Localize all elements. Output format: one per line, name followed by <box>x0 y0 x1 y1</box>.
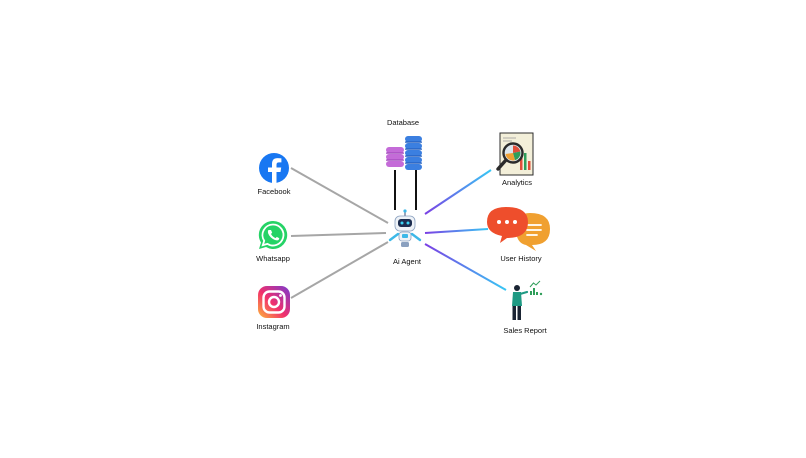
label-analytics: Analytics <box>501 178 533 187</box>
facebook-icon <box>259 153 289 184</box>
label-sales-report: Sales Report <box>503 326 547 335</box>
whatsapp-icon <box>258 220 288 249</box>
label-user-history: User History <box>500 254 542 263</box>
robot-icon <box>388 209 422 247</box>
database-icon <box>386 136 422 170</box>
edge-instagram-agent <box>290 241 389 299</box>
edge-whatsapp-agent <box>290 232 387 237</box>
instagram-icon <box>258 286 290 318</box>
label-database: Database <box>386 118 420 127</box>
edge-agent-sales-report <box>424 243 507 291</box>
label-ai-agent: Ai Agent <box>393 257 421 266</box>
label-facebook: Facebook <box>257 187 291 196</box>
presenter-chart-icon <box>512 280 543 320</box>
chat-bubbles-icon <box>487 207 550 251</box>
label-instagram: Instagram <box>256 322 290 331</box>
edge-agent-analytics <box>424 169 492 215</box>
edge-agent-user-history <box>424 228 489 234</box>
analytics-report-icon <box>496 132 534 176</box>
label-whatsapp: Whatsapp <box>256 254 290 263</box>
edge-facebook-agent <box>290 167 389 224</box>
